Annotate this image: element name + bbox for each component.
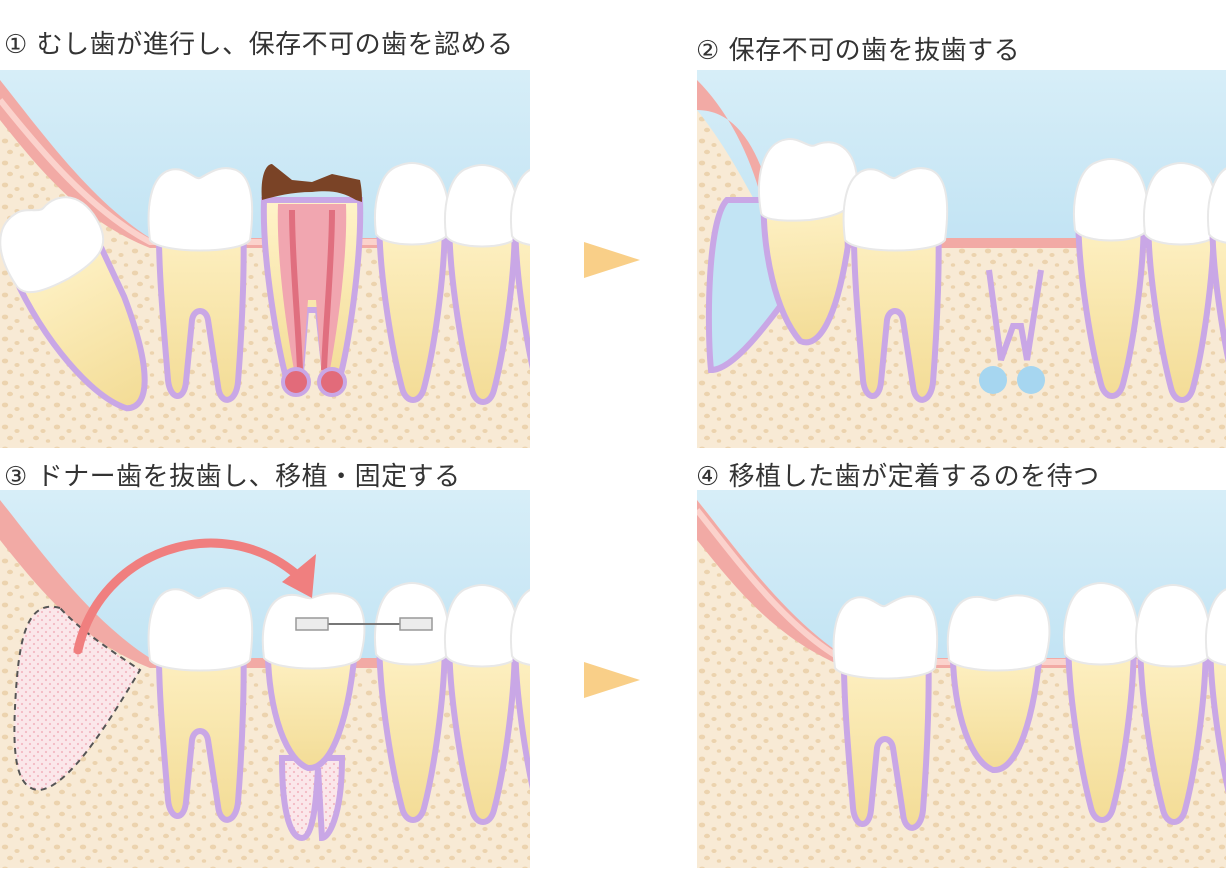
step1-caption: ① むし歯が進行し、保存不可の歯を認める — [4, 30, 514, 60]
triangle-right-icon — [584, 662, 640, 698]
decay-area — [261, 164, 362, 202]
step3-panel — [0, 490, 530, 868]
donor-site — [13, 605, 142, 792]
curved-arrow-icon — [73, 538, 316, 655]
triangle-right-icon — [584, 242, 640, 278]
transplanted-tooth — [261, 592, 366, 842]
decayed-tooth — [260, 164, 364, 397]
step2-panel — [697, 70, 1226, 448]
step4-panel — [697, 490, 1226, 868]
settled-tooth — [946, 594, 1051, 773]
fixation-splint — [295, 617, 433, 631]
impacted-donor-tooth — [758, 137, 859, 346]
impacted-donor-tooth — [0, 196, 148, 412]
extraction-socket — [979, 269, 1045, 394]
step3-caption: ③ ドナー歯を抜歯し、移植・固定する — [4, 462, 461, 492]
root-infection — [317, 367, 347, 397]
step1-panel — [0, 70, 530, 448]
step4-caption: ④ 移植した歯が定着するのを待つ — [696, 462, 1100, 492]
step2-caption: ② 保存不可の歯を抜歯する — [696, 36, 1021, 66]
root-infection — [281, 367, 311, 397]
